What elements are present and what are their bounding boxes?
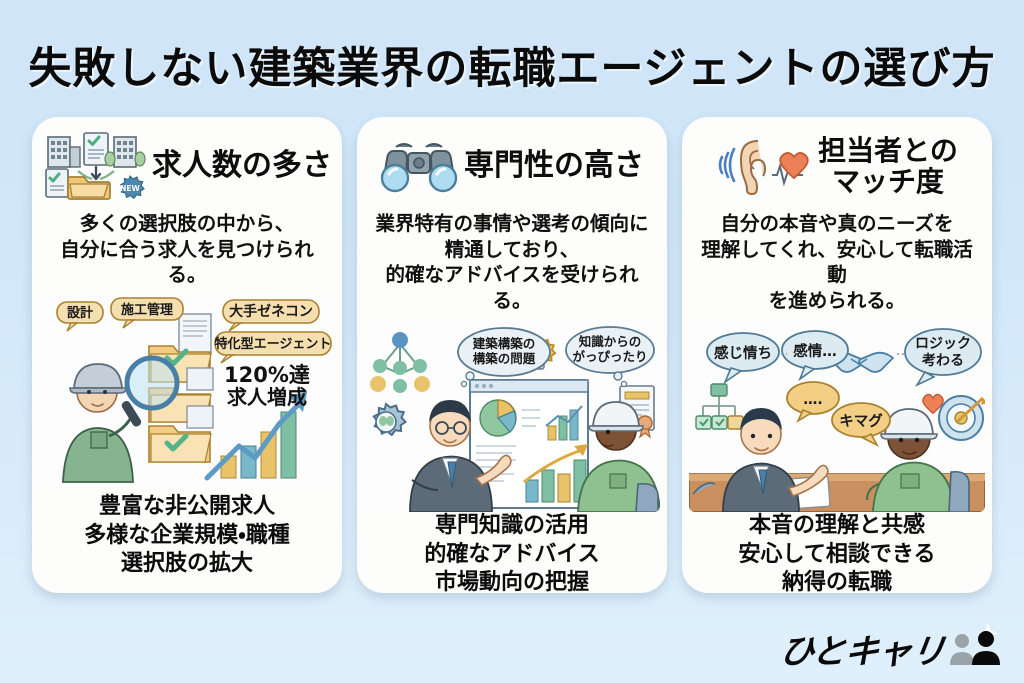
- card-footer-points: 豊富な非公開求人 多様な企業規模・職種 選択肢の拡大: [84, 494, 290, 577]
- svg-text:….: ….: [803, 392, 822, 408]
- svg-text:ロジック: ロジック: [915, 336, 971, 352]
- svg-text:考わる: 考わる: [921, 352, 964, 369]
- card-description: 業界特有の事情や選考の傾向に 精通しており、 的確なアドバイスを受けられる。: [375, 212, 649, 313]
- card-heading: 求人数の多さ: [152, 148, 332, 184]
- binoculars-icon: [380, 133, 458, 199]
- svg-text:建築構築の: 建築構築の: [472, 336, 536, 351]
- page-title: 失敗しない建築業界の転職エージェントの選び方: [28, 44, 996, 94]
- svg-text:特化型エージェント: 特化型エージェント: [215, 336, 332, 352]
- card-header: NEW 求人数の多さ: [40, 127, 334, 205]
- card-heading: 担当者との マッチ度: [818, 133, 958, 198]
- card-description: 自分の本音や真のニーズを 理解してくれ、安心して転職活動 を進められる。: [701, 212, 973, 313]
- card-footer-points: 専門知識の活用 的確なアドバイス 市場動向の把握: [424, 512, 600, 593]
- svg-text:設計: 設計: [67, 305, 93, 321]
- svg-text:構築の問題: 構築の問題: [473, 351, 536, 366]
- two-people-silhouette-with-sparkle-icon: [948, 623, 1004, 669]
- svg-text:感情…: 感情…: [793, 342, 837, 360]
- feature-card-jobs-count: NEW 求人数の多さ 多くの選択肢の中から、 自分に合う求人を見つけられる。: [32, 117, 342, 593]
- brand-logo-text: ひとキャリ: [777, 632, 947, 672]
- interview-two-people-illustration: 感じ情ち 感情… ロジック 考わる: [689, 321, 985, 512]
- svg-text:120%達: 120%達: [224, 363, 310, 387]
- worker-with-magnifier-and-growth-chart-illustration: 設計 施工管理 大手ゼネコン 特化型エー: [39, 296, 335, 487]
- svg-text:NEW: NEW: [120, 184, 140, 193]
- svg-text:がっぴったり: がっぴったり: [572, 349, 647, 364]
- svg-text:施工管理: 施工管理: [121, 302, 173, 318]
- feature-card-match: 担当者との マッチ度 自分の本音や真のニーズを 理解してくれ、安心して転職活動 …: [682, 117, 992, 593]
- documents-buildings-folder-icon: NEW: [42, 129, 146, 203]
- svg-text:キマグ: キマグ: [839, 412, 883, 430]
- consultant-presenting-data-illustration: 建築構築の 構築の問題 知識からの がっぴったり: [364, 321, 660, 512]
- card-description: 多くの選択肢の中から、 自分に合う求人を見つけられる。: [60, 212, 314, 287]
- brand-logo: ひとキャリ: [777, 623, 1004, 672]
- ear-heartbeat-heart-icon: [716, 135, 812, 197]
- svg-text:大手ゼネコン: 大手ゼネコン: [229, 303, 313, 320]
- card-heading: 専門性の高さ: [464, 148, 644, 184]
- feature-cards-row: NEW 求人数の多さ 多くの選択肢の中から、 自分に合う求人を見つけられる。: [32, 117, 992, 593]
- card-header: 担当者との マッチ度: [690, 127, 984, 205]
- feature-card-expertise: 専門性の高さ 業界特有の事情や選考の傾向に 精通しており、 的確なアドバイスを受…: [357, 117, 667, 593]
- svg-text:感じ情ち: 感じ情ち: [714, 344, 772, 362]
- card-header: 専門性の高さ: [365, 127, 659, 205]
- svg-text:知識からの: 知識からの: [578, 334, 642, 349]
- card-footer-points: 本音の理解と共感 安心して相談できる 納得の転職: [738, 512, 936, 593]
- svg-text:求人増成: 求人増成: [227, 385, 307, 409]
